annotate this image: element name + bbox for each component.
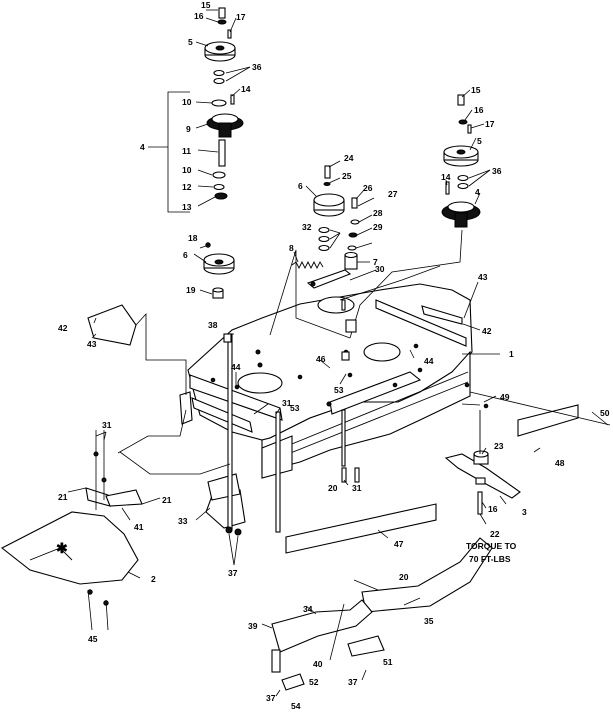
callout-42: 42 <box>58 323 68 333</box>
callout-26: 26 <box>363 183 373 193</box>
callout-42: 42 <box>482 326 492 336</box>
callout-5: 5 <box>188 37 193 47</box>
vertical-bolts <box>223 299 360 483</box>
right-spindle-assembly <box>441 94 481 228</box>
callout-11: 11 <box>182 146 191 156</box>
callout-47: 47 <box>394 539 404 549</box>
callout-37: 37 <box>228 568 238 578</box>
callout-36: 36 <box>492 166 502 176</box>
callout-6: 6 <box>298 181 303 191</box>
callout-17: 17 <box>236 12 246 22</box>
callout-31: 31 <box>352 483 362 493</box>
callout-44: 44 <box>424 356 434 366</box>
callout-17: 17 <box>485 119 495 129</box>
callout-21: 21 <box>162 495 172 505</box>
left-hardware <box>85 333 281 536</box>
callout-12: 12 <box>182 182 192 192</box>
callout-15: 15 <box>201 0 211 10</box>
callout-4: 4 <box>140 142 145 152</box>
torque-note-line2: 70 FT-LBS <box>469 554 511 564</box>
callout-14: 14 <box>241 84 251 94</box>
callout-16: 16 <box>474 105 484 115</box>
leader-lines <box>67 9 609 697</box>
callout-15: 15 <box>471 85 481 95</box>
callout-10: 10 <box>182 165 192 175</box>
callout-44: 44 <box>231 362 241 372</box>
callout-43: 43 <box>478 272 488 282</box>
callout-40: 40 <box>313 659 323 669</box>
callout-45: 45 <box>88 634 98 644</box>
callout-16: 16 <box>488 504 498 514</box>
callout-9: 9 <box>186 124 191 134</box>
callout-52: 52 <box>309 677 319 687</box>
callout-31: 31 <box>102 420 112 430</box>
cutter-blade <box>444 410 521 515</box>
callout-30: 30 <box>375 264 385 274</box>
torque-note-line1: TORQUE TO <box>466 541 517 551</box>
callout-21: 21 <box>58 492 68 502</box>
callout-28: 28 <box>373 208 383 218</box>
callout-50: 50 <box>600 408 610 418</box>
callout-37: 37 <box>348 677 358 687</box>
callout-46: 46 <box>316 354 326 364</box>
callout-39: 39 <box>248 621 258 631</box>
callout-37: 37 <box>266 693 276 703</box>
callout-2: 2 <box>151 574 156 584</box>
callout-33: 33 <box>178 516 188 526</box>
callout-27: 27 <box>388 189 398 199</box>
callout-32: 32 <box>302 222 312 232</box>
callout-35: 35 <box>424 616 434 626</box>
callout-14: 14 <box>441 172 451 182</box>
callout-54: 54 <box>291 701 301 711</box>
left-spindle-assembly <box>204 7 244 200</box>
callout-1: 1 <box>509 349 514 359</box>
center-idler-assembly <box>203 165 360 299</box>
belt-shield-left <box>87 304 463 395</box>
callout-16: 16 <box>194 11 204 21</box>
callout-4: 4 <box>475 187 480 197</box>
callout-36: 36 <box>252 62 262 72</box>
callout-10: 10 <box>182 97 192 107</box>
callout-20: 20 <box>399 572 409 582</box>
callout-48: 48 <box>555 458 565 468</box>
callout-29: 29 <box>373 222 383 232</box>
callout-31: 31 <box>282 398 292 408</box>
callout-13: 13 <box>182 202 192 212</box>
callout-51: 51 <box>383 657 393 667</box>
callout-18: 18 <box>188 233 198 243</box>
callout-labels: 1 2 3 4 4 5 5 6 6 7 8 9 10 10 11 12 13 1… <box>58 0 610 711</box>
mower-deck <box>179 283 473 479</box>
callout-19: 19 <box>186 285 196 295</box>
discharge-deflector: ✱ <box>0 430 139 631</box>
callout-53: 53 <box>334 385 344 395</box>
callout-8: 8 <box>289 243 294 253</box>
callout-3: 3 <box>522 507 527 517</box>
callout-41: 41 <box>134 522 144 532</box>
callout-38: 38 <box>208 320 218 330</box>
callout-24: 24 <box>344 153 354 163</box>
callout-43: 43 <box>87 339 97 349</box>
callout-34: 34 <box>303 604 313 614</box>
callout-6: 6 <box>183 250 188 260</box>
callout-53: 53 <box>290 403 300 413</box>
callout-22: 22 <box>490 529 500 539</box>
callout-5: 5 <box>477 136 482 146</box>
callout-7: 7 <box>373 257 378 267</box>
callout-20: 20 <box>328 483 338 493</box>
svg-text:✱: ✱ <box>56 540 68 556</box>
callout-49: 49 <box>500 392 510 402</box>
callout-25: 25 <box>342 171 352 181</box>
callout-23: 23 <box>494 441 504 451</box>
drive-belt <box>269 229 463 339</box>
baffles <box>271 382 611 691</box>
